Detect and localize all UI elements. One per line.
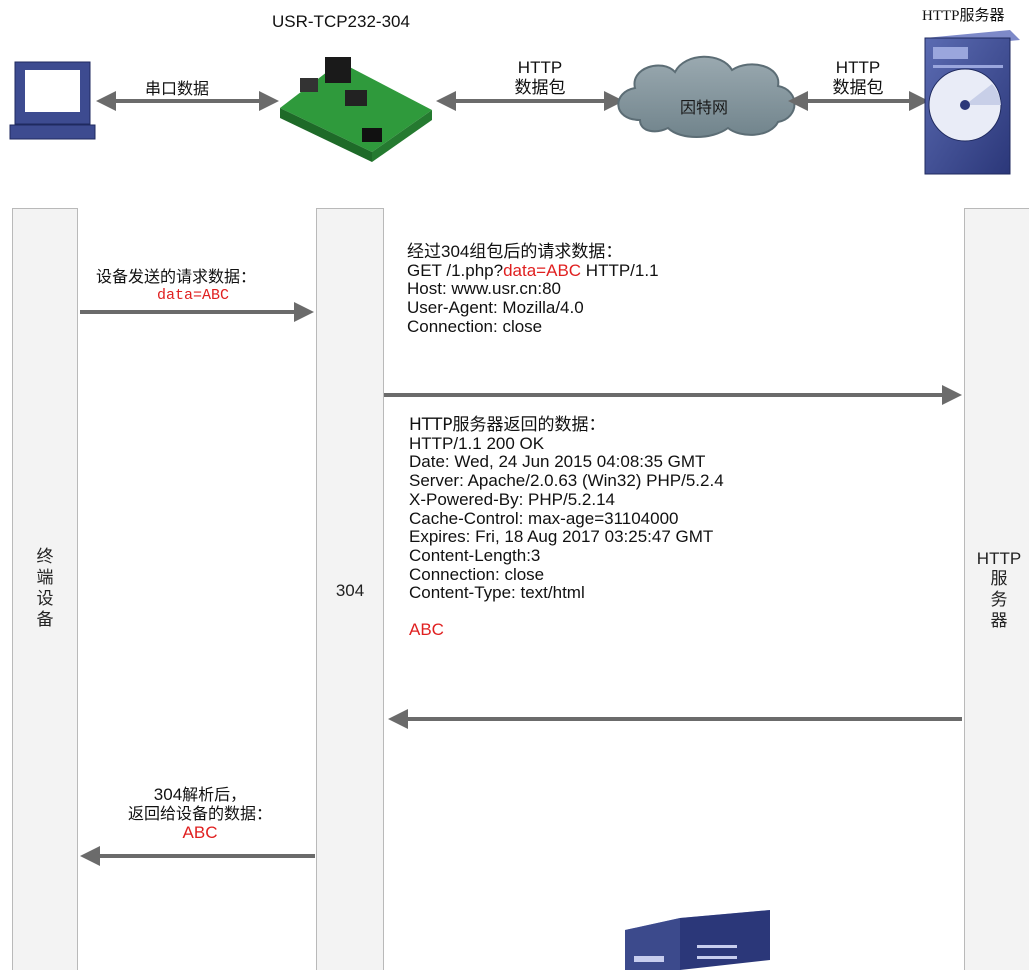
internet-cloud-icon: [617, 55, 796, 138]
server-icon: [924, 30, 1020, 175]
lane-server-char-1: 服: [990, 569, 1008, 589]
msg2-block: 经过304组包后的请求数据： GET /1.php?data=ABC HTTP/…: [407, 242, 659, 337]
msg2-title-num: 304: [441, 242, 470, 261]
lane-304-label: 304: [335, 581, 365, 600]
msg2-request-pre: GET /1.php?: [407, 260, 504, 280]
msg1-title: 设备发送的请求数据：: [96, 267, 257, 286]
lane-terminal-char-4: 备: [36, 610, 54, 630]
lane-terminal-char-1: 终: [36, 547, 54, 567]
msg1-value: data=ABC: [157, 287, 230, 304]
lane-terminal-label: 终 端 设 备: [12, 547, 78, 631]
server-title-label: HTTP服务器: [922, 8, 1005, 24]
msg2-request-line: GET /1.php?data=ABC HTTP/1.1: [407, 260, 659, 281]
lane-server-char-3: 器: [990, 611, 1008, 631]
msg4-line1: 304解析后，: [95, 785, 305, 804]
msg2-header-line: Connection: close: [407, 316, 543, 336]
msg3-block: HTTP服务器返回的数据： HTTP/1.1 200 OK Date: Wed,…: [409, 416, 724, 640]
msg4-rest: 解析后，: [182, 785, 247, 804]
msg2-title-prefix: 经过: [407, 242, 441, 262]
msg3-response-line: Content-Type: text/html: [409, 583, 585, 603]
computer-icon: [9, 61, 96, 140]
msg2-title-suffix: 组包后的请求数据：: [469, 242, 623, 262]
msg3-response-line: Connection: close: [409, 564, 545, 584]
lane-server-label: HTTP 服 务 器: [964, 548, 1029, 632]
lane-server-http: HTTP: [976, 549, 1022, 568]
msg4-value: ABC: [182, 823, 218, 842]
msg3-response-line: X-Powered-By: PHP/5.2.14: [409, 489, 615, 509]
module-name-label: USR-TCP232-304: [272, 12, 410, 31]
msg3-response-line: Cache-Control: max-age=31104000: [409, 508, 679, 528]
msg2-header-line: User-Agent: Mozilla/4.0: [407, 298, 584, 318]
lane-terminal-device: [12, 208, 78, 970]
http-packet-left-label: HTTP 数据包: [500, 58, 580, 98]
msg2-header-line: Host: www.usr.cn:80: [407, 279, 562, 299]
msg4-block: 304解析后， 返回给设备的数据： ABC: [95, 785, 305, 842]
msg3-response-line: Expires: Fri, 18 Aug 2017 03:25:47 GMT: [409, 527, 714, 547]
module-board-icon: [280, 57, 432, 162]
http-packet-left-line1: HTTP: [517, 58, 563, 77]
http-packet-left-line2: 数据包: [514, 78, 566, 98]
msg2-title: 经过304组包后的请求数据：: [407, 242, 659, 262]
cloud-label: 因特网: [680, 98, 729, 117]
msg3-body: ABC: [409, 620, 444, 640]
lane-terminal-char-2: 端: [36, 568, 54, 588]
msg3-response-line: HTTP/1.1 200 OK: [409, 433, 545, 453]
lane-304: [316, 208, 384, 970]
msg3-response-line: Server: Apache/2.0.63 (Win32) PHP/5.2.4: [409, 471, 724, 491]
http-packet-right-label: HTTP 数据包: [818, 58, 898, 98]
lane-server-char-2: 务: [990, 590, 1008, 610]
http-packet-right-line2: 数据包: [832, 78, 884, 98]
msg4-num: 304: [153, 785, 183, 804]
serial-data-label: 串口数据: [145, 79, 210, 98]
msg3-response-line: Content-Length:3: [409, 545, 541, 565]
msg2-request-post: HTTP/1.1: [581, 260, 659, 280]
lane-terminal-char-3: 设: [36, 589, 54, 609]
msg3-response-line: Date: Wed, 24 Jun 2015 04:08:35 GMT: [409, 452, 706, 472]
msg3-title: HTTP服务器返回的数据：: [409, 415, 606, 435]
lane-http-server: [964, 208, 1029, 970]
http-packet-right-line1: HTTP: [835, 58, 881, 77]
msg2-request-param: data=ABC: [503, 260, 582, 280]
msg4-line2: 返回给设备的数据：: [127, 804, 272, 823]
